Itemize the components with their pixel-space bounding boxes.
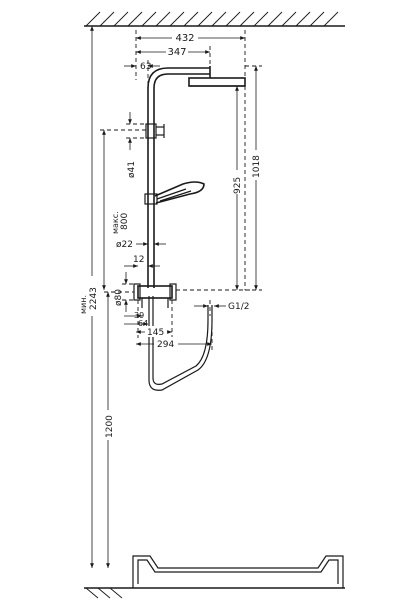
hand-shower	[144, 181, 205, 205]
dim-hose-diameter: ø22	[116, 240, 166, 250]
overhead-shower-head	[188, 66, 246, 87]
dim-offset-39-label: 39	[134, 311, 144, 320]
dim-head-height-925: 925	[176, 86, 250, 291]
dim-arm-offset-label: 63	[140, 62, 151, 72]
dim-width-294-label: 294	[157, 340, 174, 350]
dim-connection-thread-label: G1/2	[228, 302, 249, 312]
shower-tray	[84, 555, 345, 599]
dim-upper-clearance-label: 12	[133, 255, 144, 265]
dim-mixer-diameter: ø80	[114, 272, 134, 312]
wall-bracket	[145, 123, 165, 139]
dim-head-height-925-label: 925	[233, 177, 243, 194]
dim-total-height-prefix: мин.	[79, 295, 88, 314]
dim-head-height-1018-label: 1018	[252, 155, 262, 178]
thermostatic-mixer	[133, 283, 177, 308]
dim-top-width: 432	[135, 30, 246, 80]
dim-handshower-max: макс. 800	[100, 129, 146, 290]
dim-mixer-offsets: 39 64 145	[124, 300, 173, 338]
dim-upper-clearance: 12	[124, 255, 160, 268]
dim-total-height: мин. 2243	[78, 26, 100, 568]
dim-offset-64-label: 64	[138, 319, 148, 328]
shower-hose	[148, 296, 213, 391]
dim-offset-145-label: 145	[147, 328, 164, 338]
dim-hose-diameter-label: ø22	[116, 240, 133, 250]
dim-arm-length-label: 347	[167, 47, 186, 58]
dim-top-width-label: 432	[175, 33, 194, 44]
ceiling-hatch	[84, 11, 345, 27]
dim-mixer-height-label: 1200	[105, 415, 115, 438]
dim-arm-offset: 63	[124, 60, 160, 88]
dim-mixer-diameter-label: ø80	[114, 289, 124, 306]
dim-handshower-max-prefix: макс.	[111, 211, 120, 234]
dim-handshower-max-label: 800	[120, 213, 130, 230]
dim-width-294: 294	[136, 318, 213, 350]
dim-mixer-height: 1200	[101, 291, 134, 568]
dim-total-height-label: 2243	[89, 287, 99, 310]
dim-head-height-1018: 1018	[245, 65, 263, 291]
riser-pipe	[147, 67, 210, 288]
dim-arm-length: 347	[136, 45, 211, 66]
dim-bracket-diameter: ø41	[126, 112, 146, 178]
dim-bracket-diameter-label: ø41	[127, 161, 137, 178]
dim-connection-thread: G1/2	[194, 300, 249, 316]
